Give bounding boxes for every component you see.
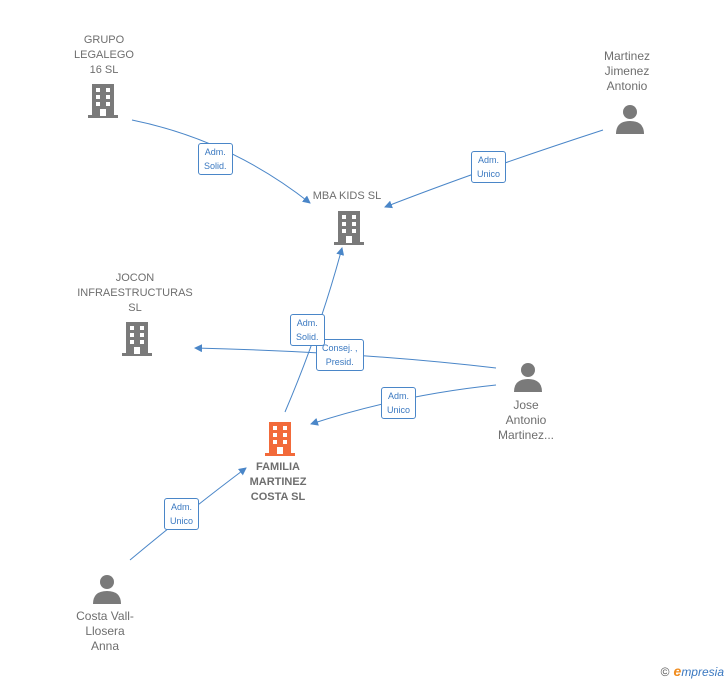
node-label-jose-antonio[interactable]: Jose Antonio Martinez...: [498, 398, 554, 443]
node-label-line: Martinez: [603, 49, 651, 63]
edge-label-line: Adm.: [171, 502, 193, 512]
node-label-mba-kids[interactable]: MBA KIDS SL: [313, 189, 381, 204]
person-icon[interactable]: [615, 104, 645, 134]
edge-label-costa-familia[interactable]: Adm. Unico: [164, 498, 200, 530]
node-label-line: INFRAESTRUCTURAS: [77, 287, 193, 299]
edge-label-line: Unico: [387, 405, 411, 415]
brand-name: mpresia: [681, 665, 724, 679]
node-label-grupo-legalego[interactable]: GRUPO LEGALEGO 16 SL: [74, 33, 134, 78]
edge-label-line: Unico: [170, 516, 194, 526]
node-label-line: GRUPO: [83, 34, 125, 46]
node-label-line: Costa Vall-: [76, 609, 134, 623]
building-icon[interactable]: [87, 84, 119, 118]
edge-label-line: Solid.: [204, 161, 227, 171]
person-icon[interactable]: [92, 574, 122, 604]
edge-label-line: Presid.: [325, 357, 354, 367]
brand-watermark: ©empresia: [661, 663, 724, 679]
node-label-line: Jimenez: [604, 64, 650, 78]
node-label-costa-vall[interactable]: Costa Vall- Llosera Anna: [76, 609, 134, 654]
node-label-jocon[interactable]: JOCON INFRAESTRUCTURAS SL: [77, 271, 193, 316]
node-label-line: 16 SL: [89, 64, 119, 76]
node-label-martinez-jimenez[interactable]: Martinez Jimenez Antonio: [604, 49, 650, 94]
brand-initial: e: [673, 663, 682, 679]
node-label-line: Anna: [90, 639, 120, 653]
person-icon[interactable]: [513, 362, 543, 392]
node-label-familia-martinez[interactable]: FAMILIA MARTINEZ COSTA SL: [250, 460, 307, 505]
node-label-line: Jose: [513, 398, 539, 412]
edge-label-grupo-mba[interactable]: Adm. Solid.: [198, 143, 233, 175]
edge-label-martinez-jimenez-mba[interactable]: Adm. Unico: [471, 151, 507, 183]
edge-label-line: Consej. ,: [322, 343, 358, 353]
edge-label-line: Adm.: [388, 391, 410, 401]
node-label-line: LEGALEGO: [74, 49, 134, 61]
edge-label-line: Adm.: [204, 147, 226, 157]
building-icon[interactable]: [333, 211, 365, 245]
edge-label-familia-mba[interactable]: Adm. Solid.: [290, 314, 325, 346]
copyright-symbol: ©: [660, 665, 670, 679]
node-label-line: Llosera: [85, 624, 125, 638]
building-icon[interactable]: [121, 322, 153, 356]
node-label-line: Martinez...: [497, 428, 555, 442]
node-label-line: Antonio: [505, 413, 547, 427]
edge-label-jose-jocon[interactable]: Consej. , Presid.: [316, 339, 364, 371]
edge-label-line: Adm.: [478, 155, 500, 165]
edge-label-jose-familia[interactable]: Adm. Unico: [381, 387, 417, 419]
edge-label-line: Adm.: [296, 318, 318, 328]
node-label-line: MBA KIDS SL: [312, 190, 382, 202]
node-label-line: COSTA SL: [250, 491, 306, 503]
node-label-line: Antonio: [606, 79, 648, 93]
edge-label-line: Unico: [477, 169, 501, 179]
focus-building-icon[interactable]: [264, 422, 296, 456]
node-label-line: SL: [128, 302, 142, 314]
edge-label-line: Solid.: [296, 332, 319, 342]
node-label-line: MARTINEZ: [249, 476, 307, 488]
node-label-line: FAMILIA: [255, 461, 300, 473]
node-label-line: JOCON: [115, 272, 155, 284]
